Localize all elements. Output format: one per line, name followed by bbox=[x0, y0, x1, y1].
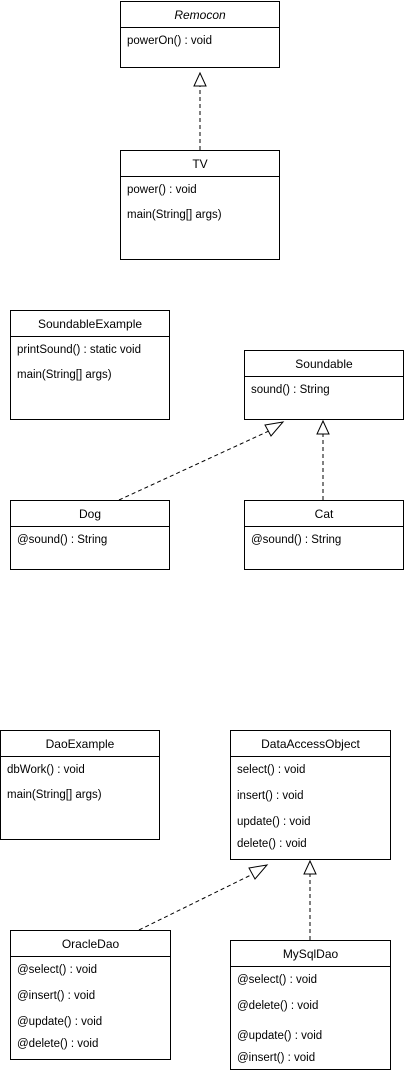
class-name: Soundable bbox=[245, 351, 403, 377]
operation: @sound() : String bbox=[251, 534, 342, 546]
class-oracledao: OracleDao @select() : void @insert() : v… bbox=[10, 930, 171, 1060]
class-mysqldao: MySqlDao @select() : void @delete() : vo… bbox=[230, 940, 391, 1070]
class-tv: TV power() : void main(String[] args) bbox=[120, 150, 280, 260]
class-dog: Dog @sound() : String bbox=[10, 500, 170, 570]
class-name: MySqlDao bbox=[231, 941, 390, 967]
operation: update() : void bbox=[237, 816, 311, 828]
operation: insert() : void bbox=[237, 790, 304, 802]
operation: @insert() : void bbox=[17, 990, 96, 1002]
class-soundable: Soundable sound() : String bbox=[244, 350, 404, 420]
operation: select() : void bbox=[237, 764, 306, 776]
operation: main(String[] args) bbox=[17, 369, 112, 381]
class-name: SoundableExample bbox=[11, 311, 169, 337]
operation: @sound() : String bbox=[17, 534, 108, 546]
operation: @select() : void bbox=[237, 974, 318, 986]
operation: @update() : void bbox=[237, 1030, 323, 1042]
class-cat: Cat @sound() : String bbox=[244, 500, 404, 570]
operation: dbWork() : void bbox=[7, 764, 85, 776]
operation: @insert() : void bbox=[237, 1052, 316, 1064]
class-dataaccessobject: DataAccessObject select() : void insert(… bbox=[230, 730, 391, 860]
dog-soundable-realization bbox=[118, 429, 272, 501]
class-soundableexample: SoundableExample printSound() : static v… bbox=[10, 310, 170, 420]
dao-mysqldao-arrowhead bbox=[303, 859, 317, 875]
class-name: Cat bbox=[245, 501, 403, 527]
operation: @select() : void bbox=[17, 964, 98, 976]
oracledao-dao-realization bbox=[138, 872, 256, 931]
operation: @update() : void bbox=[17, 1016, 103, 1028]
operation: delete() : void bbox=[237, 838, 307, 850]
class-name: Remocon bbox=[121, 2, 279, 28]
class-name: DaoExample bbox=[1, 731, 159, 757]
class-name: TV bbox=[121, 151, 279, 177]
soundable-cat-arrowhead bbox=[316, 419, 330, 435]
operation: power() : void bbox=[127, 184, 197, 196]
operation: main(String[] args) bbox=[127, 209, 222, 221]
class-name: DataAccessObject bbox=[231, 731, 390, 757]
operation: sound() : String bbox=[251, 384, 330, 396]
class-daoexample: DaoExample dbWork() : void main(String[]… bbox=[0, 730, 160, 840]
operation: printSound() : static void bbox=[17, 344, 142, 356]
operation: @delete() : void bbox=[17, 1038, 99, 1050]
operation: main(String[] args) bbox=[7, 789, 102, 801]
class-name: Dog bbox=[11, 501, 169, 527]
dao-oracledao-arrowhead bbox=[248, 864, 269, 880]
class-name: OracleDao bbox=[11, 931, 170, 957]
soundable-dog-arrowhead bbox=[264, 421, 285, 437]
remocon-realization-arrowhead bbox=[193, 71, 207, 87]
class-remocon: Remocon powerOn() : void bbox=[120, 1, 280, 68]
operation: powerOn() : void bbox=[127, 35, 213, 47]
operation: @delete() : void bbox=[237, 1000, 319, 1012]
